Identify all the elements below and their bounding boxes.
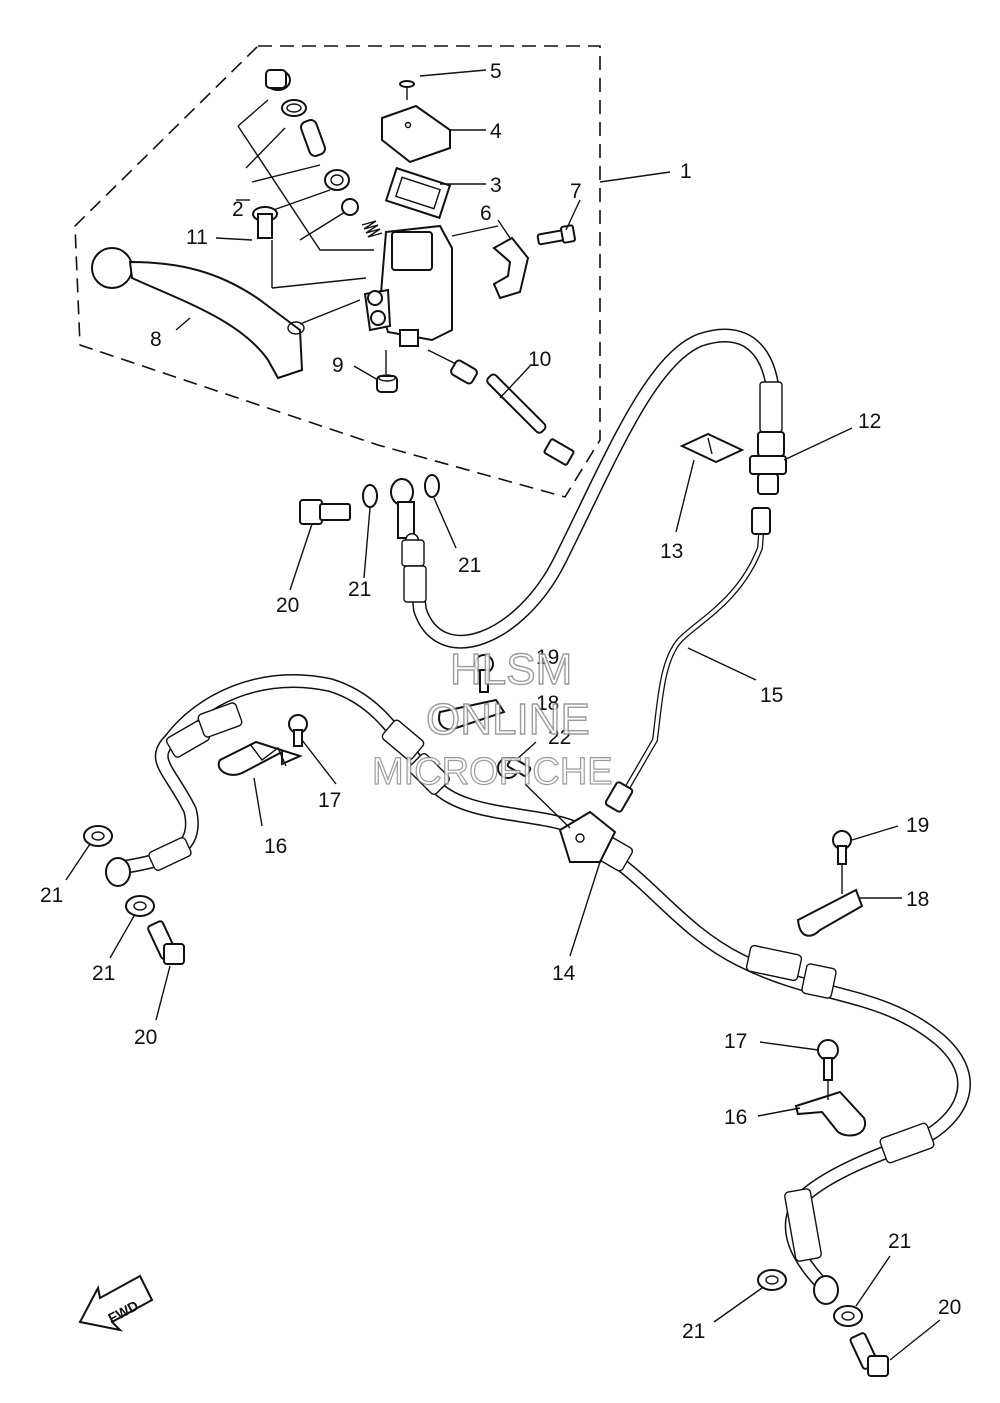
part-label-20-lower-right: 20 (938, 1296, 961, 1319)
part-label-7: 7 (570, 180, 582, 203)
three-way-joint (558, 810, 617, 863)
part-label-16-right: 16 (724, 1106, 747, 1129)
center-bracket (438, 654, 506, 731)
left-brake-hose (105, 674, 587, 887)
part-label-21-right-top: 21 (888, 1230, 911, 1253)
right-bracket (796, 830, 864, 937)
watermark-line-2: ONLINE (426, 695, 590, 744)
joint-bolt (497, 756, 571, 829)
part-label-21-upper-right: 21 (458, 554, 481, 577)
part-label-21-left-top: 21 (40, 884, 63, 907)
right-brake-hose (586, 830, 971, 1305)
hose-clip (679, 432, 745, 464)
part-label-4: 4 (490, 120, 502, 143)
part-label-21-right-bottom: 21 (682, 1320, 705, 1343)
left-hose-clamp (217, 714, 308, 776)
handlebar-holder (451, 225, 530, 300)
part-label-5: 5 (490, 60, 502, 83)
watermark-line-1: HLSM (450, 645, 572, 694)
part-label-8: 8 (150, 328, 162, 351)
part-label-22: 22 (548, 726, 571, 749)
part-label-1: 1 (680, 160, 692, 183)
part-label-18-right: 18 (906, 888, 929, 911)
piston-kit (237, 69, 383, 251)
part-label-11: 11 (186, 226, 208, 249)
upper-brake-hose (401, 328, 783, 649)
pivot-nut (376, 350, 398, 393)
assembly-outline (74, 45, 601, 498)
part-label-17-right: 17 (724, 1030, 747, 1053)
lever-pivot-bolt (252, 206, 367, 289)
part-label-20-lower-left: 20 (134, 1026, 157, 1049)
hose-joint (749, 431, 787, 495)
part-label-6: 6 (480, 202, 492, 225)
part-label-21-upper-left: 21 (348, 578, 371, 601)
leader-lines (65, 69, 941, 1361)
part-label-10: 10 (528, 348, 551, 371)
watermark-line-3: MICROFICHE (372, 751, 613, 793)
part-label-15: 15 (760, 684, 783, 707)
reservoir-cap (381, 104, 451, 164)
brake-light-switch (427, 349, 575, 466)
part-label-13: 13 (660, 540, 683, 563)
lower-left-union-bolt (83, 825, 185, 965)
part-label-9: 9 (332, 354, 344, 377)
diaphragm (384, 166, 452, 220)
upper-banjo (390, 478, 415, 539)
holder-bolt (536, 224, 576, 246)
part-label-17-left: 17 (318, 789, 341, 812)
part-label-3: 3 (490, 174, 502, 197)
part-label-18-center: 18 (536, 692, 559, 715)
brake-lever (91, 247, 361, 380)
part-label-16-left: 16 (264, 835, 287, 858)
part-label-14: 14 (552, 962, 576, 985)
lower-right-union-bolt (757, 1269, 889, 1377)
master-cylinder-body (363, 224, 453, 347)
part-label-21-left-bottom: 21 (92, 962, 115, 985)
part-label-12: 12 (858, 410, 881, 433)
part-label-19-right: 19 (906, 814, 929, 837)
part-label-19-center: 19 (536, 646, 559, 669)
fwd-arrow-icon: FWD (78, 1274, 154, 1332)
part-label-2: 2 (232, 198, 244, 221)
upper-union-bolt (299, 474, 440, 525)
cap-screw (399, 80, 415, 100)
brake-pipe (604, 507, 771, 813)
right-hose-clamp (794, 1039, 867, 1137)
part-label-20-upper: 20 (276, 594, 299, 617)
